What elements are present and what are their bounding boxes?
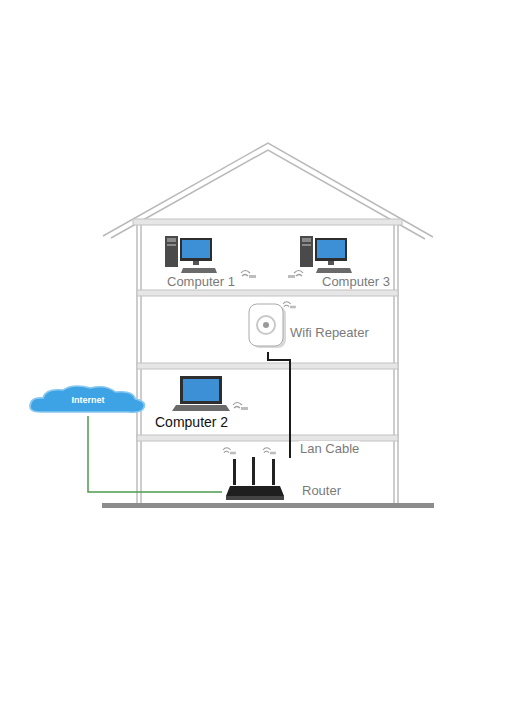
device-label: Wifi Repeater (290, 325, 369, 340)
walls (137, 222, 398, 503)
device-label: Computer 2 (155, 415, 228, 430)
lan-cable (268, 352, 290, 458)
wifi-dongle (288, 271, 303, 279)
wifi-signal (283, 302, 296, 308)
computer-node: Computer 1 (163, 233, 263, 291)
wifi-dongle (233, 403, 248, 411)
desktop-icon (165, 236, 217, 273)
cable-label: Lan Cable (299, 441, 360, 456)
laptop-icon (172, 376, 230, 411)
floor-slabs (133, 219, 402, 441)
router-icon (226, 457, 284, 500)
desktop-icon (300, 236, 352, 273)
device-label: Computer 1 (167, 274, 235, 289)
repeater-node: Wifi Repeater (240, 300, 380, 352)
wifi-dongle (241, 271, 256, 279)
computer-node: Computer 2 (152, 372, 252, 432)
computer-node: Computer 3 (298, 233, 398, 291)
cloud-label: Internet (28, 393, 148, 408)
wifi-signal (223, 448, 236, 454)
repeater-icon (249, 304, 286, 348)
router-node: Router (222, 458, 345, 502)
roof (103, 143, 433, 239)
wifi-signal (263, 448, 276, 454)
ground-line (102, 503, 434, 508)
device-label: Router (302, 483, 341, 498)
device-label: Computer 3 (322, 274, 390, 289)
internet-cloud: Internet (28, 384, 148, 416)
